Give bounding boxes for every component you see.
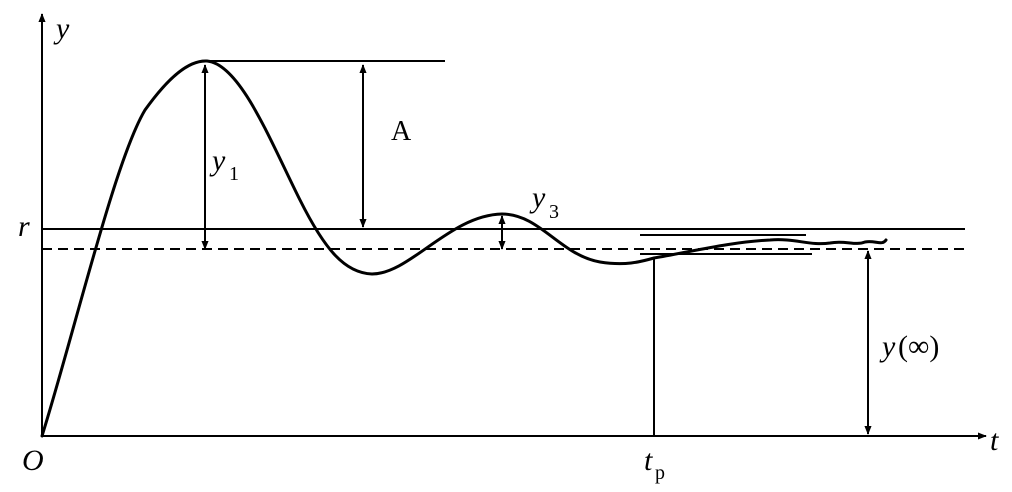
y3-subscript: 3 xyxy=(549,201,559,223)
y-infinity-var: y xyxy=(879,330,896,363)
y1-subscript: 1 xyxy=(229,163,239,185)
x-axis-label: t xyxy=(990,424,999,457)
tp-label: t xyxy=(644,444,653,477)
r-label: r xyxy=(18,210,30,243)
y3-label: y xyxy=(529,181,546,214)
tp-subscript: p xyxy=(655,462,665,484)
y-axis-label: y xyxy=(53,12,70,45)
y1-label: y xyxy=(209,144,226,177)
y-infinity-paren: (∞) xyxy=(898,330,939,363)
origin-label: O xyxy=(22,444,44,477)
response-curve xyxy=(40,59,888,438)
amplitude-label: A xyxy=(391,116,412,147)
